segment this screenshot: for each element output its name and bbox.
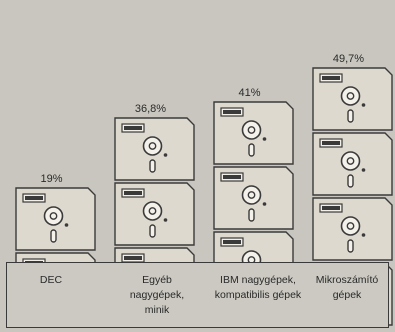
category-label-mikro: Mikroszámító gépek (315, 274, 379, 301)
floppy-disk-icon (312, 67, 393, 131)
category-legend-band: DEC Egyéb nagygépek, minik IBM nagygépek… (6, 262, 389, 328)
category-label-dec: DEC (39, 274, 63, 286)
bar-4 (312, 67, 393, 326)
floppy-disk-icon (312, 132, 393, 196)
value-label-3: 41% (238, 87, 260, 99)
floppy-disk-icon (114, 182, 195, 246)
floppy-disk-icon (15, 187, 96, 251)
value-label-1: 19% (40, 173, 62, 185)
value-label-4: 49,7% (333, 53, 364, 65)
value-label-2: 36,8% (135, 103, 166, 115)
category-label-egyeb: Egyéb nagygépek, minik (129, 274, 185, 316)
category-label-ibm: IBM nagygépek, kompatibilis gépek (214, 274, 302, 301)
floppy-disk-icon (114, 117, 195, 181)
floppy-disk-icon (213, 101, 294, 165)
floppy-disk-icon (312, 197, 393, 261)
floppy-disk-icon (213, 166, 294, 230)
